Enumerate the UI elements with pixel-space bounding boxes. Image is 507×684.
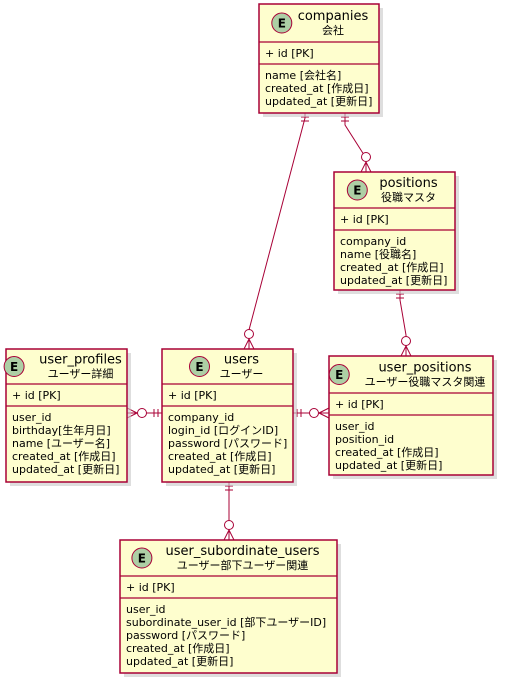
entity-field: name [ユーザー名] <box>12 436 110 450</box>
entity-field: name [役職名] <box>340 247 416 261</box>
entity-field: user_id <box>126 603 166 616</box>
entity-name: positions <box>379 176 437 191</box>
zero-or-many-marker <box>243 329 255 350</box>
entity-box <box>161 348 294 483</box>
entity-field: updated_at [更新日] <box>168 462 275 476</box>
entity-field: created_at [作成日] <box>12 450 116 463</box>
entity-subtitle: 会社 <box>322 23 344 37</box>
entity-name: companies <box>298 9 369 24</box>
primary-key-field: + id [PK] <box>265 47 314 60</box>
entity-badge-icon: E <box>189 356 210 377</box>
primary-key-field: + id [PK] <box>168 389 217 402</box>
relationship-users-to-user-positions <box>293 407 330 419</box>
relationship-companies-to-users <box>243 113 309 350</box>
entity-badge-letter: E <box>353 184 361 198</box>
relationship-line <box>248 113 306 349</box>
primary-key-field: + id [PK] <box>340 213 389 226</box>
entity-badge-icon: E <box>346 179 368 201</box>
entity-field: updated_at [更新日] <box>340 273 447 287</box>
entity-badge-icon: E <box>3 356 25 377</box>
relationship-line <box>399 290 407 356</box>
primary-key-field: + id [PK] <box>126 581 175 594</box>
zero-or-many-marker <box>309 407 330 419</box>
entity-field: user_id <box>335 420 375 433</box>
entity-badge-icon: E <box>328 364 350 385</box>
entity-field: password [パスワード] <box>126 629 245 642</box>
entity-field: updated_at [更新日] <box>335 458 442 472</box>
entity-field: name [会社名] <box>265 68 341 82</box>
entity-field: created_at [作成日] <box>265 82 369 95</box>
entity-badge-icon: E <box>271 12 293 34</box>
zero-or-many-marker <box>400 336 412 357</box>
entity-name: user_profiles <box>39 353 122 368</box>
entity-field: created_at [作成日] <box>340 261 444 274</box>
relationship-line <box>344 113 367 172</box>
relationship-companies-to-positions <box>341 113 372 173</box>
entity-badge-letter: E <box>10 360 18 374</box>
exactly-one-marker <box>153 409 159 417</box>
zero-or-many-marker <box>223 520 235 541</box>
entity-name: user_subordinate_users <box>166 544 320 559</box>
entity-field: login_id [ログインID] <box>168 423 278 437</box>
entity-subtitle: ユーザー部下ユーザー関連 <box>177 558 309 572</box>
entity-field: updated_at [更新日] <box>265 94 372 108</box>
entity-subtitle: ユーザー詳細 <box>48 367 114 381</box>
entity-field: position_id <box>335 433 394 446</box>
entity-badge-letter: E <box>138 552 146 566</box>
entity-field: subordinate_user_id [部下ユーザーID] <box>126 615 326 629</box>
entity-subtitle: 役職マスタ <box>381 190 436 204</box>
entity-field: created_at [作成日] <box>168 450 272 463</box>
entity-name: user_positions <box>378 361 471 376</box>
relationship-users-to-user-subordinate-users <box>223 482 235 541</box>
entity-field: created_at [作成日] <box>126 642 230 655</box>
entity-badge-letter: E <box>335 368 343 382</box>
zero-or-many-marker <box>360 152 372 173</box>
primary-key-field: + id [PK] <box>12 389 61 402</box>
entity-field: birthday[生年月日] <box>12 423 111 437</box>
entity-subtitle: ユーザー役職マスタ関連 <box>365 375 486 389</box>
entity-subtitle: ユーザー <box>220 368 264 381</box>
entity-field: company_id <box>168 411 234 424</box>
entity-field: updated_at [更新日] <box>12 462 119 476</box>
entity-field: user_id <box>12 411 52 424</box>
entity-field: company_id <box>340 235 406 248</box>
entity-name: users <box>224 353 259 368</box>
primary-key-field: + id [PK] <box>335 398 384 411</box>
entity-field: updated_at [更新日] <box>126 654 233 668</box>
entity-box <box>119 539 338 674</box>
entity-field: password [パスワード] <box>168 437 287 450</box>
entity-field: created_at [作成日] <box>335 446 439 459</box>
entity-badge-icon: E <box>131 547 153 569</box>
entity-box <box>5 348 128 483</box>
entity-badge-letter: E <box>278 17 286 31</box>
relationship-users-to-user-profiles <box>126 407 162 419</box>
entity-badge-letter: E <box>195 360 203 374</box>
relationship-positions-to-user-positions <box>396 290 412 357</box>
